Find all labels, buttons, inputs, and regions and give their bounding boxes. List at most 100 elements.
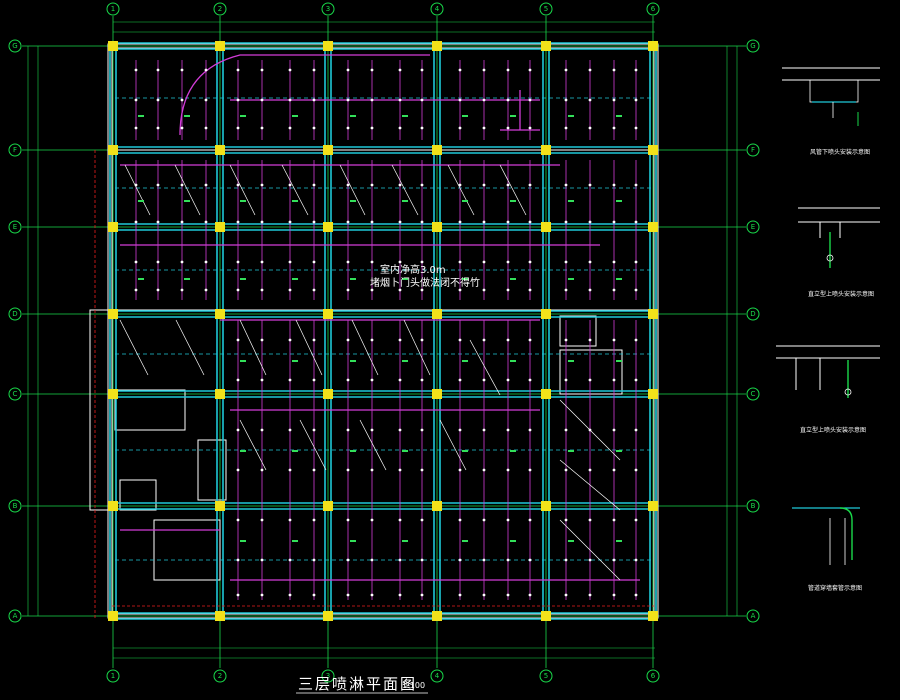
pipe-tag-53	[616, 540, 622, 542]
grid-bubble-left-G	[8, 39, 22, 53]
sprinkler-head-185	[528, 183, 532, 187]
grid-label-right-A: A	[751, 612, 756, 620]
sprinkler-head-51	[260, 428, 264, 432]
sprinkler-head-137	[420, 518, 424, 522]
sprinkler-head-148	[458, 378, 462, 382]
sprinkler-head-25	[204, 220, 208, 224]
sprinkler-head-156	[482, 126, 486, 130]
sprinkler-head-47	[260, 260, 264, 264]
grid-bubble-top-3	[321, 2, 335, 16]
column-3-1	[432, 145, 442, 155]
grid-bubble-bottom-2	[213, 669, 227, 683]
sprinkler-head-153	[458, 593, 462, 597]
sprinkler-head-182	[528, 68, 532, 72]
hatch-line-12	[351, 319, 379, 376]
pipe-tag-30	[462, 115, 468, 117]
sprinkler-head-82	[312, 558, 316, 562]
grid-bubble-right-G	[746, 39, 760, 53]
grid-bubble-right-B	[746, 499, 760, 513]
column-1-3	[215, 309, 225, 319]
sprinkler-head-188	[528, 288, 532, 292]
sprinkler-head-57	[288, 98, 292, 102]
sprinkler-head-37	[236, 428, 240, 432]
grid-bubble-left-A	[8, 609, 22, 623]
sprinkler-head-168	[506, 68, 510, 72]
sprinkler-head-109	[370, 518, 374, 522]
sprinkler-head-240	[634, 126, 638, 130]
sprinkler-head-166	[482, 558, 486, 562]
pipe-tag-26	[402, 278, 408, 280]
sprinkler-head-46	[260, 220, 264, 224]
pipe-tag-17	[292, 540, 298, 542]
grid-bubble-left-B	[8, 499, 22, 513]
sprinkler-head-72	[312, 126, 316, 130]
sprinkler-pipes	[119, 54, 640, 600]
grid-bubble-left-C	[8, 387, 22, 401]
sprinkler-head-129	[420, 183, 424, 187]
grid-bubble-top-5	[539, 2, 553, 16]
grid-label-bottom-2: 2	[218, 672, 222, 680]
grid-bubble-left-D	[8, 307, 22, 321]
grid-label-left-C: C	[13, 390, 18, 398]
detail-2: 直立型上喷头安装示意图	[798, 207, 880, 298]
sprinkler-head-99	[370, 98, 374, 102]
sprinkler-head-54	[260, 558, 264, 562]
sprinkler-head-103	[370, 260, 374, 264]
sprinkler-head-6	[134, 288, 138, 292]
hatch-line-0	[124, 164, 151, 216]
column-extra-1	[433, 390, 441, 398]
sprinkler-head-16	[180, 126, 184, 130]
column-4-6	[541, 611, 551, 621]
column-1-2	[215, 222, 225, 232]
sprinkler-head-35	[236, 338, 240, 342]
sprinkler-head-118	[398, 288, 402, 292]
column-2-6	[323, 611, 333, 621]
grid-bubble-right-F	[746, 143, 760, 157]
pipe-tag-18	[350, 115, 356, 117]
column-3-0	[432, 41, 442, 51]
sprinkler-head-91	[346, 338, 350, 342]
sprinkler-head-101	[370, 183, 374, 187]
sprinkler-head-95	[346, 518, 350, 522]
sprinkler-head-183	[528, 98, 532, 102]
sprinkler-head-70	[312, 68, 316, 72]
sprinkler-head-19	[180, 260, 184, 264]
grid-label-left-A: A	[13, 612, 18, 620]
sprinkler-head-1	[134, 98, 138, 102]
sprinkler-head-152	[458, 558, 462, 562]
sprinkler-head-110	[370, 558, 374, 562]
sprinkler-head-97	[346, 593, 350, 597]
sprinkler-head-39	[236, 518, 240, 522]
sprinkler-head-119	[398, 338, 402, 342]
grid-label-top-5: 5	[544, 5, 548, 13]
pipe-tag-0	[138, 115, 144, 117]
sprinkler-head-45	[260, 183, 264, 187]
sprinkler-head-20	[180, 288, 184, 292]
sprinkler-head-211	[588, 98, 592, 102]
sprinkler-head-32	[236, 220, 240, 224]
pipe-tag-16	[292, 450, 298, 452]
main-pipe-north	[179, 54, 430, 136]
sprinkler-head-250	[634, 558, 638, 562]
sprinkler-head-171	[506, 183, 510, 187]
sprinkler-head-180	[506, 558, 510, 562]
hatch-line-14	[469, 339, 501, 396]
sprinkler-head-245	[634, 338, 638, 342]
sprinkler-head-198	[564, 126, 568, 130]
pipe-tag-7	[240, 200, 246, 202]
pipe-tag-22	[350, 450, 356, 452]
sprinkler-head-165	[482, 518, 486, 522]
grid-label-left-B: B	[13, 502, 18, 510]
column-2-3	[323, 309, 333, 319]
sprinkler-head-223	[588, 593, 592, 597]
grid-bubble-top-4	[430, 2, 444, 16]
sprinkler-head-21	[204, 68, 208, 72]
sprinkler-head-167	[482, 593, 486, 597]
sprinkler-head-222	[588, 558, 592, 562]
sprinkler-head-60	[288, 220, 292, 224]
sprinkler-head-81	[312, 518, 316, 522]
sprinkler-head-90	[346, 288, 350, 292]
sprinkler-head-139	[420, 593, 424, 597]
sprinkler-head-24	[204, 183, 208, 187]
sprinkler-head-120	[398, 378, 402, 382]
